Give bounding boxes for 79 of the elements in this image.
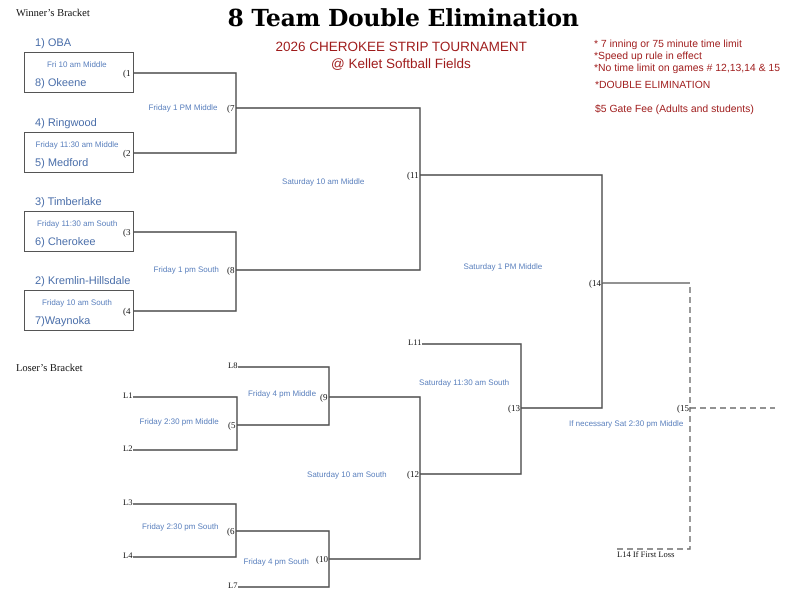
game-time: Saturday 11:30 am South [419,379,510,387]
section-heading: Loser’s Bracket [16,364,83,374]
game-number: (10 [316,554,328,564]
section-heading: Winner’s Bracket [16,8,90,19]
bracket-line [236,107,421,175]
note: * 7 inning or 75 minute time limit [594,40,742,50]
bracket-line [133,425,238,451]
bracket-line [134,231,237,270]
game-number: (1 [123,68,130,78]
bracket-line [236,530,330,559]
loser-slot-label: L8 [228,360,238,369]
bracket-line [238,559,330,588]
game-time: Friday 4 pm Middle [248,390,316,398]
game-number: (2 [123,148,130,158]
note: *No time limit on games # 12,13,14 & 15 [594,64,780,74]
loser-slot-label: L11 [408,338,422,346]
bracket-line [238,366,330,397]
bracket-line [422,343,522,408]
loser-slot-label: L14 If First Loss [617,550,674,558]
game-time: Friday 1 PM Middle [148,104,218,112]
bracket-line [420,408,522,475]
bracket-line [617,408,691,550]
game-number: (12 [407,470,419,478]
team-name: 6) Cherokee [35,236,96,248]
team-name: 4) Ringwood [35,118,97,128]
game-time: If necessary Sat 2:30 pm Middle [569,420,684,428]
note: *DOUBLE ELIMINATION [595,81,710,92]
bracket-line [133,503,237,531]
game-number: (13 [508,404,520,412]
note: $5 Gate Fee (Adults and students) [595,105,754,116]
game-number: (15 [677,404,689,412]
bracket-line [329,474,421,560]
team-name: 5) Medford [35,158,88,168]
game-number: (14 [589,278,601,288]
bracket-line [329,396,421,474]
game-number: (11 [407,170,419,180]
game-time: Friday 10 am South [42,299,112,307]
loser-slot-label: L7 [228,580,238,589]
note: *Speed up rule in effect [594,52,702,62]
bracket-line [134,72,237,108]
game-number: (8 [227,266,234,274]
loser-slot-label: L1 [123,390,132,399]
bracket-line [602,282,691,408]
team-name: 2) Kremlin-Hillsdale [35,276,130,286]
game-time: Friday 2:30 pm South [142,523,218,531]
game-time: Friday 2:30 pm Middle [140,418,219,426]
game-number: (3 [123,228,130,236]
subtitle: @ Kellet Softball Fields [331,57,471,70]
team-name: 3) Timberlake [35,196,102,208]
bracket-line [521,283,603,409]
bracket-line [420,174,603,283]
bracket-line [236,175,421,271]
loser-slot-label: L4 [123,550,132,559]
bracket-line [133,396,238,425]
bracket-line [134,108,237,154]
game-time: Friday 11:30 am Middle [36,141,118,149]
game-number: (7 [227,104,234,112]
team-name: 1) OBA [35,38,72,48]
bracket-line [237,397,330,426]
bracket-line [690,407,775,409]
game-time: Saturday 1 PM Middle [464,263,542,271]
game-number: (6 [227,526,234,536]
game-number: (9 [320,392,328,402]
subtitle: 2026 CHEROKEE STRIP TOURNAMENT [276,40,527,54]
bracket-line [134,270,237,312]
game-time: Friday 1 pm South [154,266,219,274]
bracket-line [133,531,237,558]
game-number: (5 [228,420,236,430]
game-time: Friday 4 pm South [244,558,309,566]
game-time: Friday 11:30 am South [37,220,118,228]
game-time: Saturday 10 am South [307,471,387,479]
title: 8 Team Double Elimination [228,7,579,30]
team-name: 7)Waynoka [35,316,90,326]
loser-slot-label: L2 [123,444,132,452]
loser-slot-label: L3 [123,498,132,506]
game-time: Saturday 10 am Middle [282,178,364,186]
game-number: (4 [123,306,130,316]
game-time: Fri 10 am Middle [47,61,107,69]
team-name: 8) Okeene [35,78,86,88]
